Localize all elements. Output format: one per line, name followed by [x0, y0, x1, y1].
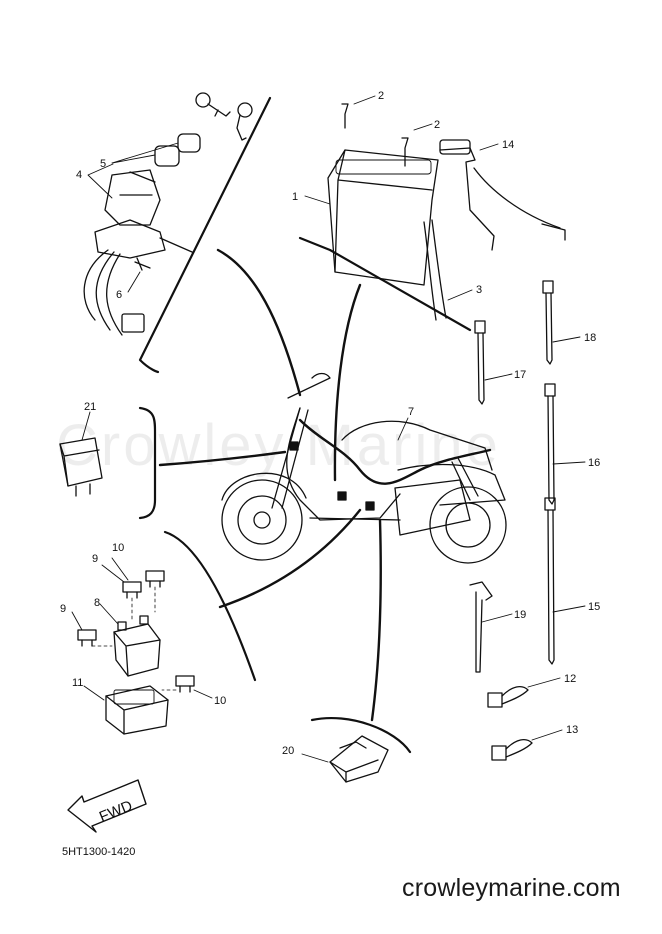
fuse-case [105, 685, 169, 735]
cable-ties [469, 280, 556, 673]
fwd-label: FWD [97, 797, 135, 826]
switch-body [104, 169, 161, 226]
main-switch-assembly [83, 92, 253, 336]
bracket-fuse-group [163, 530, 257, 682]
switch-lower [94, 219, 166, 259]
callout-leaders-clips [527, 677, 563, 741]
callout-20: 20 [282, 745, 294, 757]
handlebar [287, 372, 331, 399]
callout-9: 9 [92, 553, 98, 565]
site-url: crowleymarine.com [402, 874, 621, 902]
callout-2: 2 [434, 119, 440, 131]
fwd-arrow-icon [67, 779, 147, 833]
leader-ignition [216, 248, 302, 397]
callout-4: 4 [76, 169, 82, 181]
callout-3: 3 [476, 284, 482, 296]
battery-box [327, 149, 439, 286]
front-wheel [221, 479, 303, 561]
cable-tie-17 [474, 320, 486, 405]
callout-18: 18 [584, 332, 596, 344]
bracket-unit-group [310, 716, 412, 754]
battery-vent-hose [423, 219, 447, 321]
bracket-ignition-group [138, 96, 272, 374]
floor-board [309, 517, 401, 521]
callout-15: 15 [588, 601, 600, 613]
battery-cable [439, 147, 561, 251]
cable-tie-19 [469, 581, 493, 673]
key-icon [236, 102, 253, 141]
callout-2: 2 [378, 90, 384, 102]
fuse-9b [77, 629, 97, 647]
callout-leader-7 [397, 417, 409, 441]
key-icon [195, 92, 231, 117]
fuse-box-group [77, 570, 195, 735]
callout-14: 14 [502, 139, 514, 151]
bolt-icon [401, 137, 409, 167]
cable-tie-15 [544, 497, 556, 665]
callout-12: 12 [564, 673, 576, 685]
fuse-9a [122, 581, 142, 599]
rear-shock [451, 457, 479, 501]
seat [341, 420, 493, 471]
callout-19: 19 [514, 609, 526, 621]
front-fender [221, 472, 307, 501]
callout-16: 16 [588, 457, 600, 469]
battery-assembly [327, 103, 566, 321]
switch-connector [121, 313, 145, 333]
callout-leader-21 [81, 411, 91, 441]
cable-tie-18 [542, 280, 554, 365]
callout-leaders-battery [304, 95, 499, 301]
leader-curves [158, 248, 382, 722]
callout-7: 7 [408, 406, 414, 418]
callout-leaders-ties [481, 336, 586, 623]
bolt-icon [341, 103, 349, 129]
callout-6: 6 [116, 289, 122, 301]
bracket-relay-group [138, 406, 157, 520]
fuse-10a [145, 570, 165, 588]
callout-1: 1 [292, 191, 298, 203]
wire-clip-13 [491, 738, 533, 761]
callout-10: 10 [112, 542, 124, 554]
fuse-10b [175, 675, 195, 693]
callout-leaders-ignition [87, 142, 179, 293]
screw-icon [134, 257, 151, 271]
callout-9: 9 [60, 603, 66, 615]
callout-leader-20 [301, 753, 329, 763]
leader-unit [370, 518, 382, 722]
fuse-dashed-guides [91, 586, 177, 691]
wire-clip-12 [487, 685, 529, 708]
callout-10: 10 [214, 695, 226, 707]
switch-wires [83, 249, 123, 336]
callout-11: 11 [72, 677, 83, 689]
diagram-part-number: 5HT1300-1420 [62, 846, 136, 858]
leader-battery [333, 283, 362, 482]
relay-21 [59, 437, 103, 497]
leader-relay [158, 450, 287, 467]
front-fork [271, 407, 309, 509]
scooter-illustration [221, 372, 507, 564]
fuse-holder [113, 623, 161, 677]
wire-harness [298, 418, 492, 485]
rear-body [397, 463, 506, 506]
battery-terminal-cover [439, 139, 471, 155]
lock-cylinder [177, 133, 201, 153]
callout-5: 5 [100, 158, 106, 170]
callout-17: 17 [514, 369, 526, 381]
section-brackets [138, 96, 472, 754]
callout-13: 13 [566, 724, 578, 736]
bracket-battery-group [298, 236, 472, 332]
rear-wheel [429, 486, 507, 564]
callout-21: 21 [84, 401, 96, 413]
callout-8: 8 [94, 597, 100, 609]
control-unit-20 [329, 735, 389, 783]
cable-tie-16 [544, 383, 556, 505]
callout-numbers: 1 2 2 3 4 5 6 7 8 9 9 10 10 11 12 13 14 … [60, 90, 600, 757]
leader-fuse [218, 508, 362, 609]
front-body [286, 407, 401, 521]
callout-leaders-fuse [71, 557, 213, 701]
